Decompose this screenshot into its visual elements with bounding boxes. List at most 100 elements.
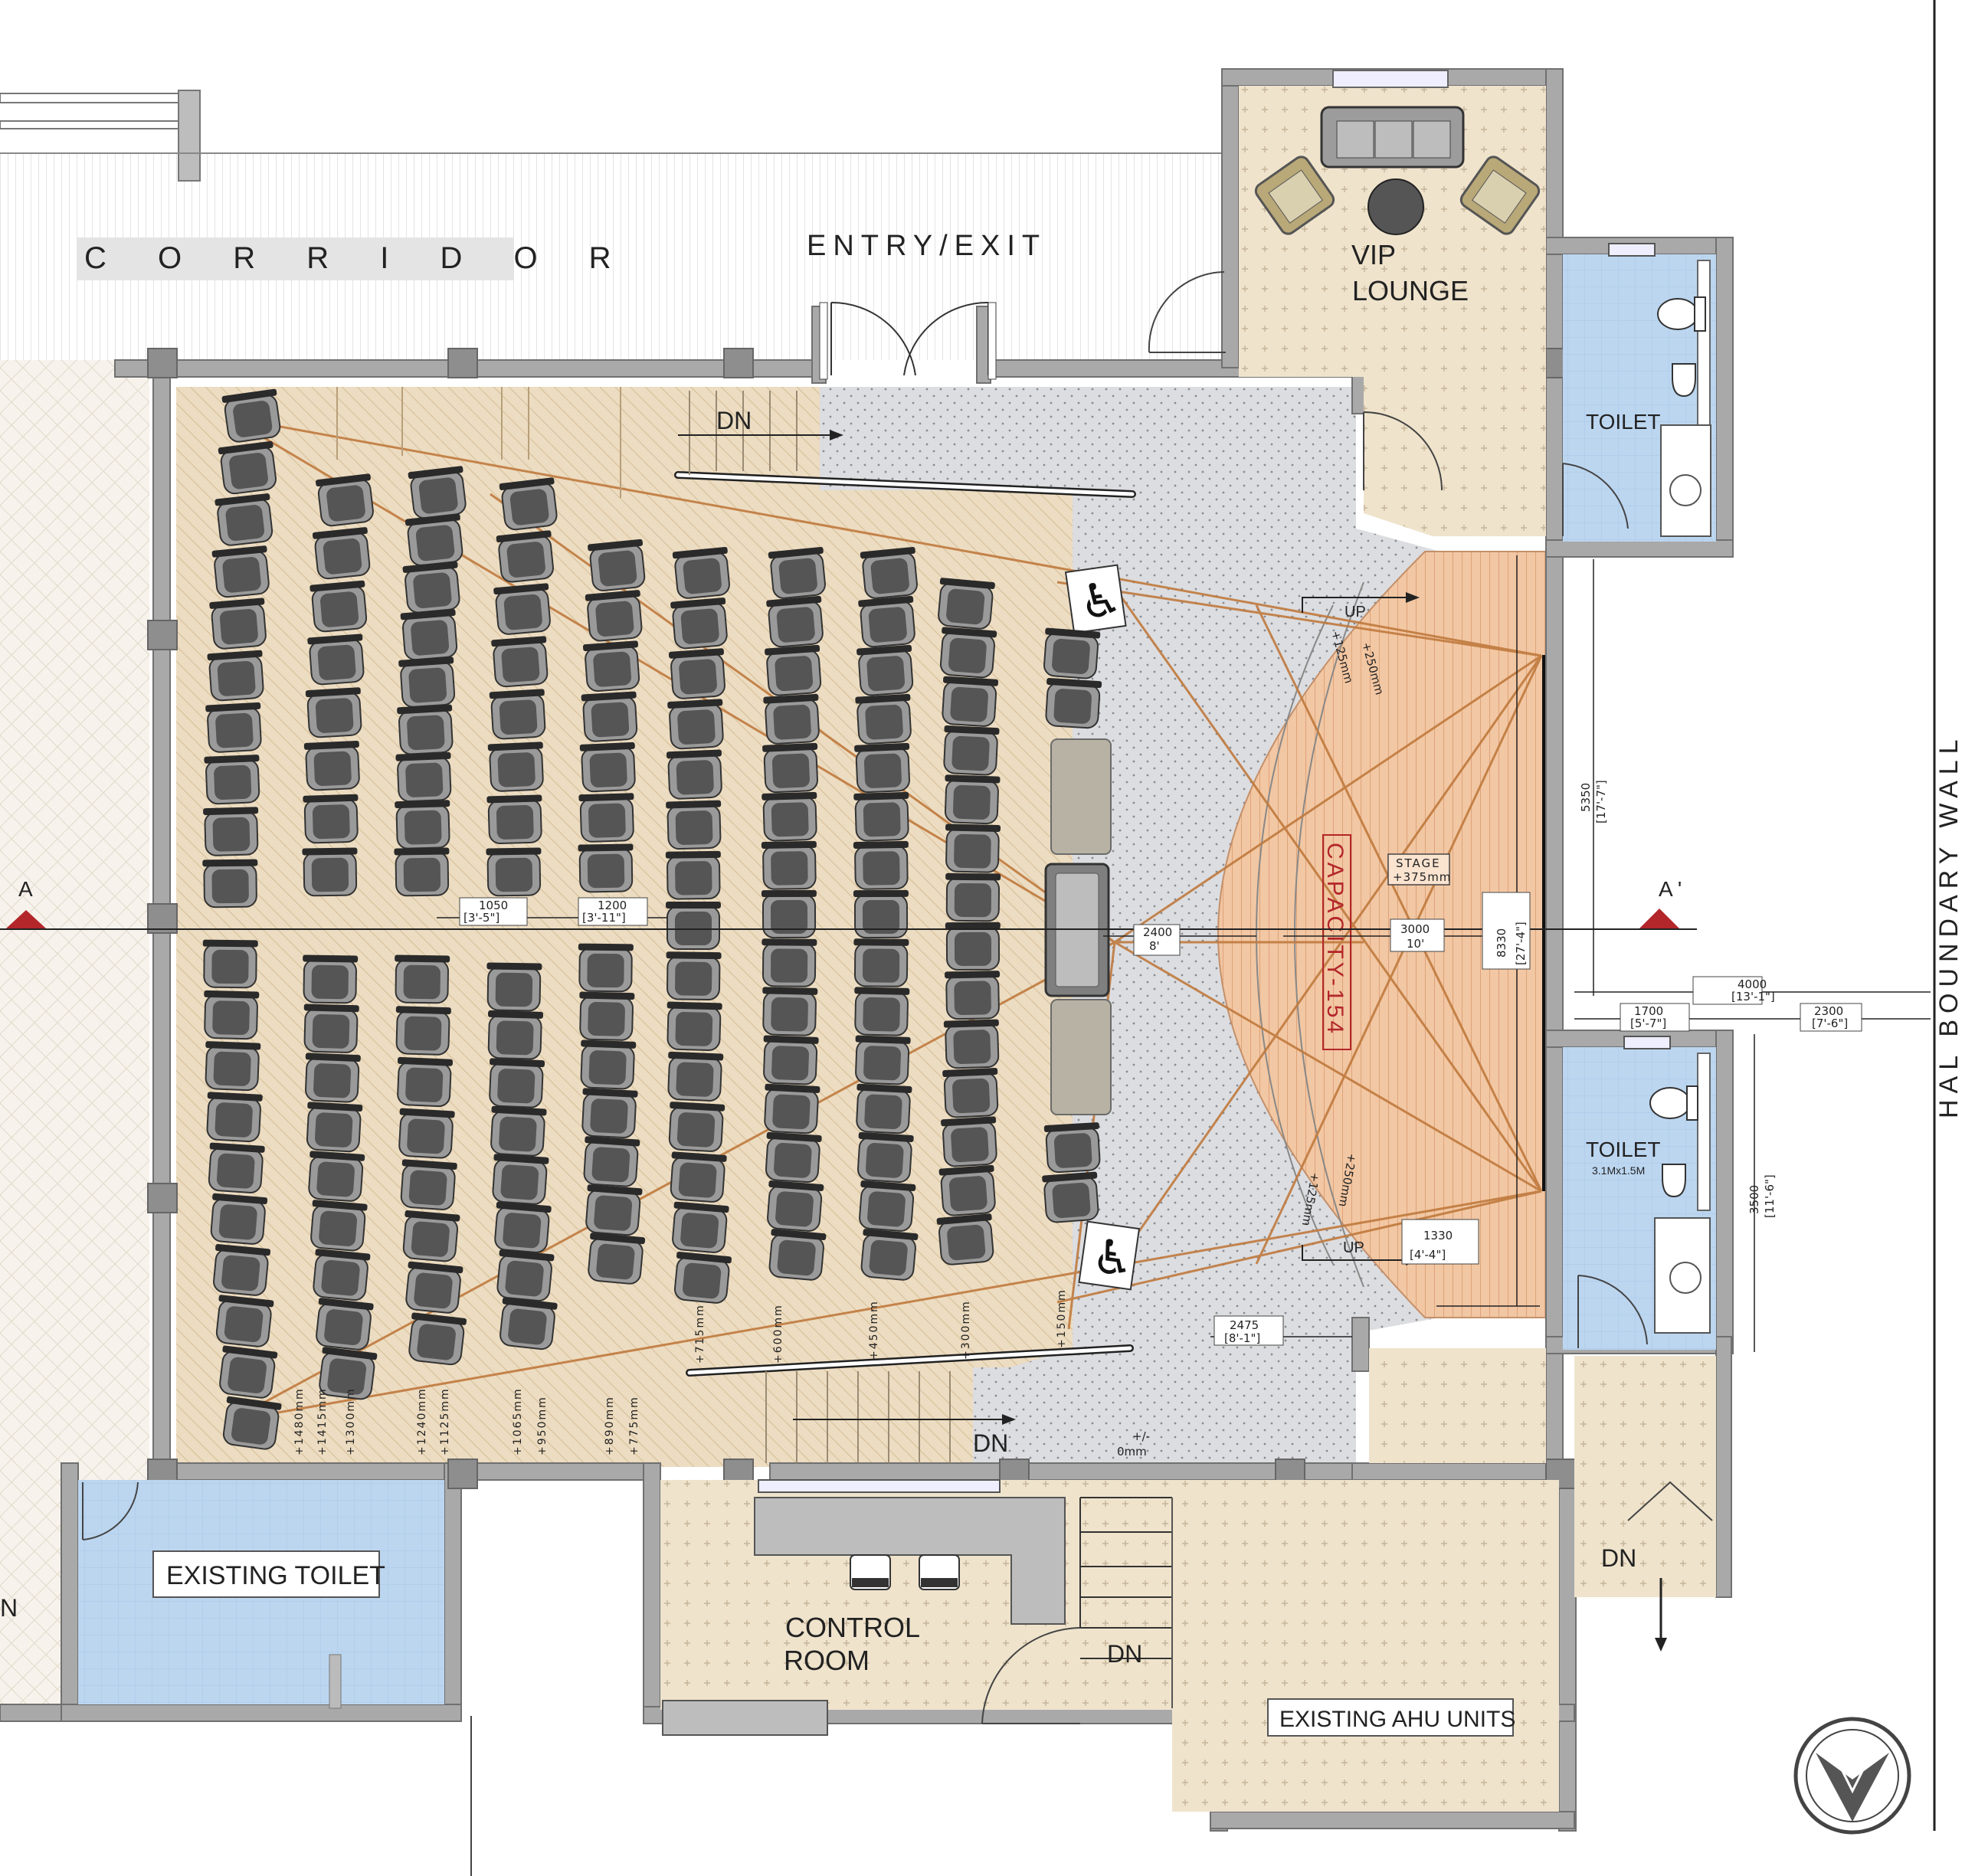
seat (665, 799, 723, 850)
dim-1330: 1330 (1423, 1229, 1453, 1242)
seat (935, 1213, 997, 1266)
seat (579, 1087, 639, 1139)
row-level-label: +150mm (1056, 1288, 1068, 1348)
seat (765, 594, 826, 649)
washbasin-icon (1669, 1262, 1702, 1294)
seat (762, 692, 822, 745)
dim-4000-imp: [13'-1"] (1731, 990, 1775, 1003)
seat (398, 1158, 458, 1212)
seat (306, 1150, 366, 1203)
dim-2300: 2300 (1814, 1004, 1843, 1018)
seat (311, 525, 373, 581)
hal-boundary-label: HAL BOUNDARY WALL (1934, 733, 1964, 1118)
seat (665, 1050, 725, 1102)
section-a-label: A (18, 877, 33, 901)
up-top-label: UP (1345, 604, 1366, 620)
seat (304, 1101, 364, 1154)
row-level-label: +950mm (536, 1396, 549, 1455)
svg-text:♿: ♿ (1089, 1227, 1138, 1288)
toilet-icon (1672, 363, 1696, 398)
row-level-label: +1125mm (439, 1387, 451, 1455)
seat (308, 1199, 368, 1252)
dn-right-label: DN (1601, 1544, 1636, 1572)
dim-3500-imp: [11'-6"] (1763, 1174, 1777, 1218)
seat (304, 686, 365, 739)
dim-2475-imp: [8'-1"] (1224, 1331, 1260, 1345)
seat (486, 1057, 546, 1109)
seat (584, 588, 645, 643)
seat (670, 1200, 730, 1255)
seat (303, 1052, 362, 1104)
seat (1043, 1121, 1103, 1174)
seat (761, 1034, 820, 1085)
dim-5350: 5350 (1579, 783, 1593, 812)
armchair-icon (1459, 156, 1541, 235)
control-room-label-2: ROOM (784, 1645, 870, 1676)
seat (201, 989, 260, 1040)
corridor-label-bg (77, 237, 513, 280)
seat (313, 1296, 375, 1352)
row-level-label: +890mm (604, 1396, 616, 1455)
dn-control-label: DN (1107, 1640, 1142, 1668)
seat (1041, 627, 1102, 680)
seat (395, 1056, 454, 1108)
wheelchair-icon: ♿ (1064, 564, 1127, 634)
seat (485, 961, 543, 1012)
row-level-labels: +1480mm+1415mm+1300mm+1240mm+1125mm+1065… (293, 1288, 1068, 1455)
seat (214, 492, 276, 548)
seat (665, 748, 725, 800)
seat (942, 1018, 1001, 1069)
seat (943, 823, 1002, 874)
seat (394, 1005, 452, 1056)
toilet-icon (1657, 296, 1706, 332)
seat (939, 675, 1000, 728)
seat (855, 643, 916, 697)
seat (301, 954, 359, 1004)
seat (1040, 1170, 1102, 1224)
row-level-label: +1480mm (293, 1387, 306, 1455)
box-seats (1044, 738, 1112, 1115)
seat (496, 1296, 558, 1351)
dim-1050: 1050 (479, 899, 508, 912)
seat (488, 1105, 548, 1157)
seat (938, 1164, 998, 1217)
seat (399, 607, 460, 662)
seat (395, 703, 456, 756)
dim-2400: 2400 (1143, 925, 1172, 939)
seat (855, 1131, 915, 1184)
seat (201, 858, 259, 909)
seat (943, 970, 1002, 1020)
seat (203, 1039, 262, 1092)
seat (763, 643, 824, 697)
capacity-box (1322, 834, 1351, 1050)
seat (490, 635, 551, 689)
seat (494, 1248, 555, 1303)
svg-text:♿: ♿ (1076, 570, 1125, 631)
seat (204, 1091, 264, 1143)
seat (665, 1000, 723, 1052)
existing-ahu-label: EXISTING AHU UNITS (1279, 1707, 1515, 1732)
dim-1200: 1200 (598, 899, 627, 912)
seat (578, 1039, 637, 1090)
seat (221, 388, 284, 444)
seat (942, 774, 1001, 825)
seat (302, 793, 361, 844)
seat (581, 640, 643, 693)
seat (765, 1179, 825, 1233)
seat (1043, 676, 1103, 730)
seat (854, 692, 914, 745)
dim-3000: 3000 (1400, 922, 1430, 936)
seat (856, 594, 918, 649)
seat (202, 806, 260, 857)
seat (213, 1293, 275, 1349)
seat (944, 872, 1002, 922)
seat (303, 739, 362, 791)
entry-exit-label: ENTRY/EXIT (807, 230, 1046, 262)
seat (664, 951, 722, 1001)
round-table (1367, 178, 1424, 235)
dim-2400-imp: 8' (1149, 939, 1160, 953)
seat (394, 799, 452, 850)
seat (585, 1231, 647, 1286)
door-swing-icon (1148, 271, 1443, 491)
